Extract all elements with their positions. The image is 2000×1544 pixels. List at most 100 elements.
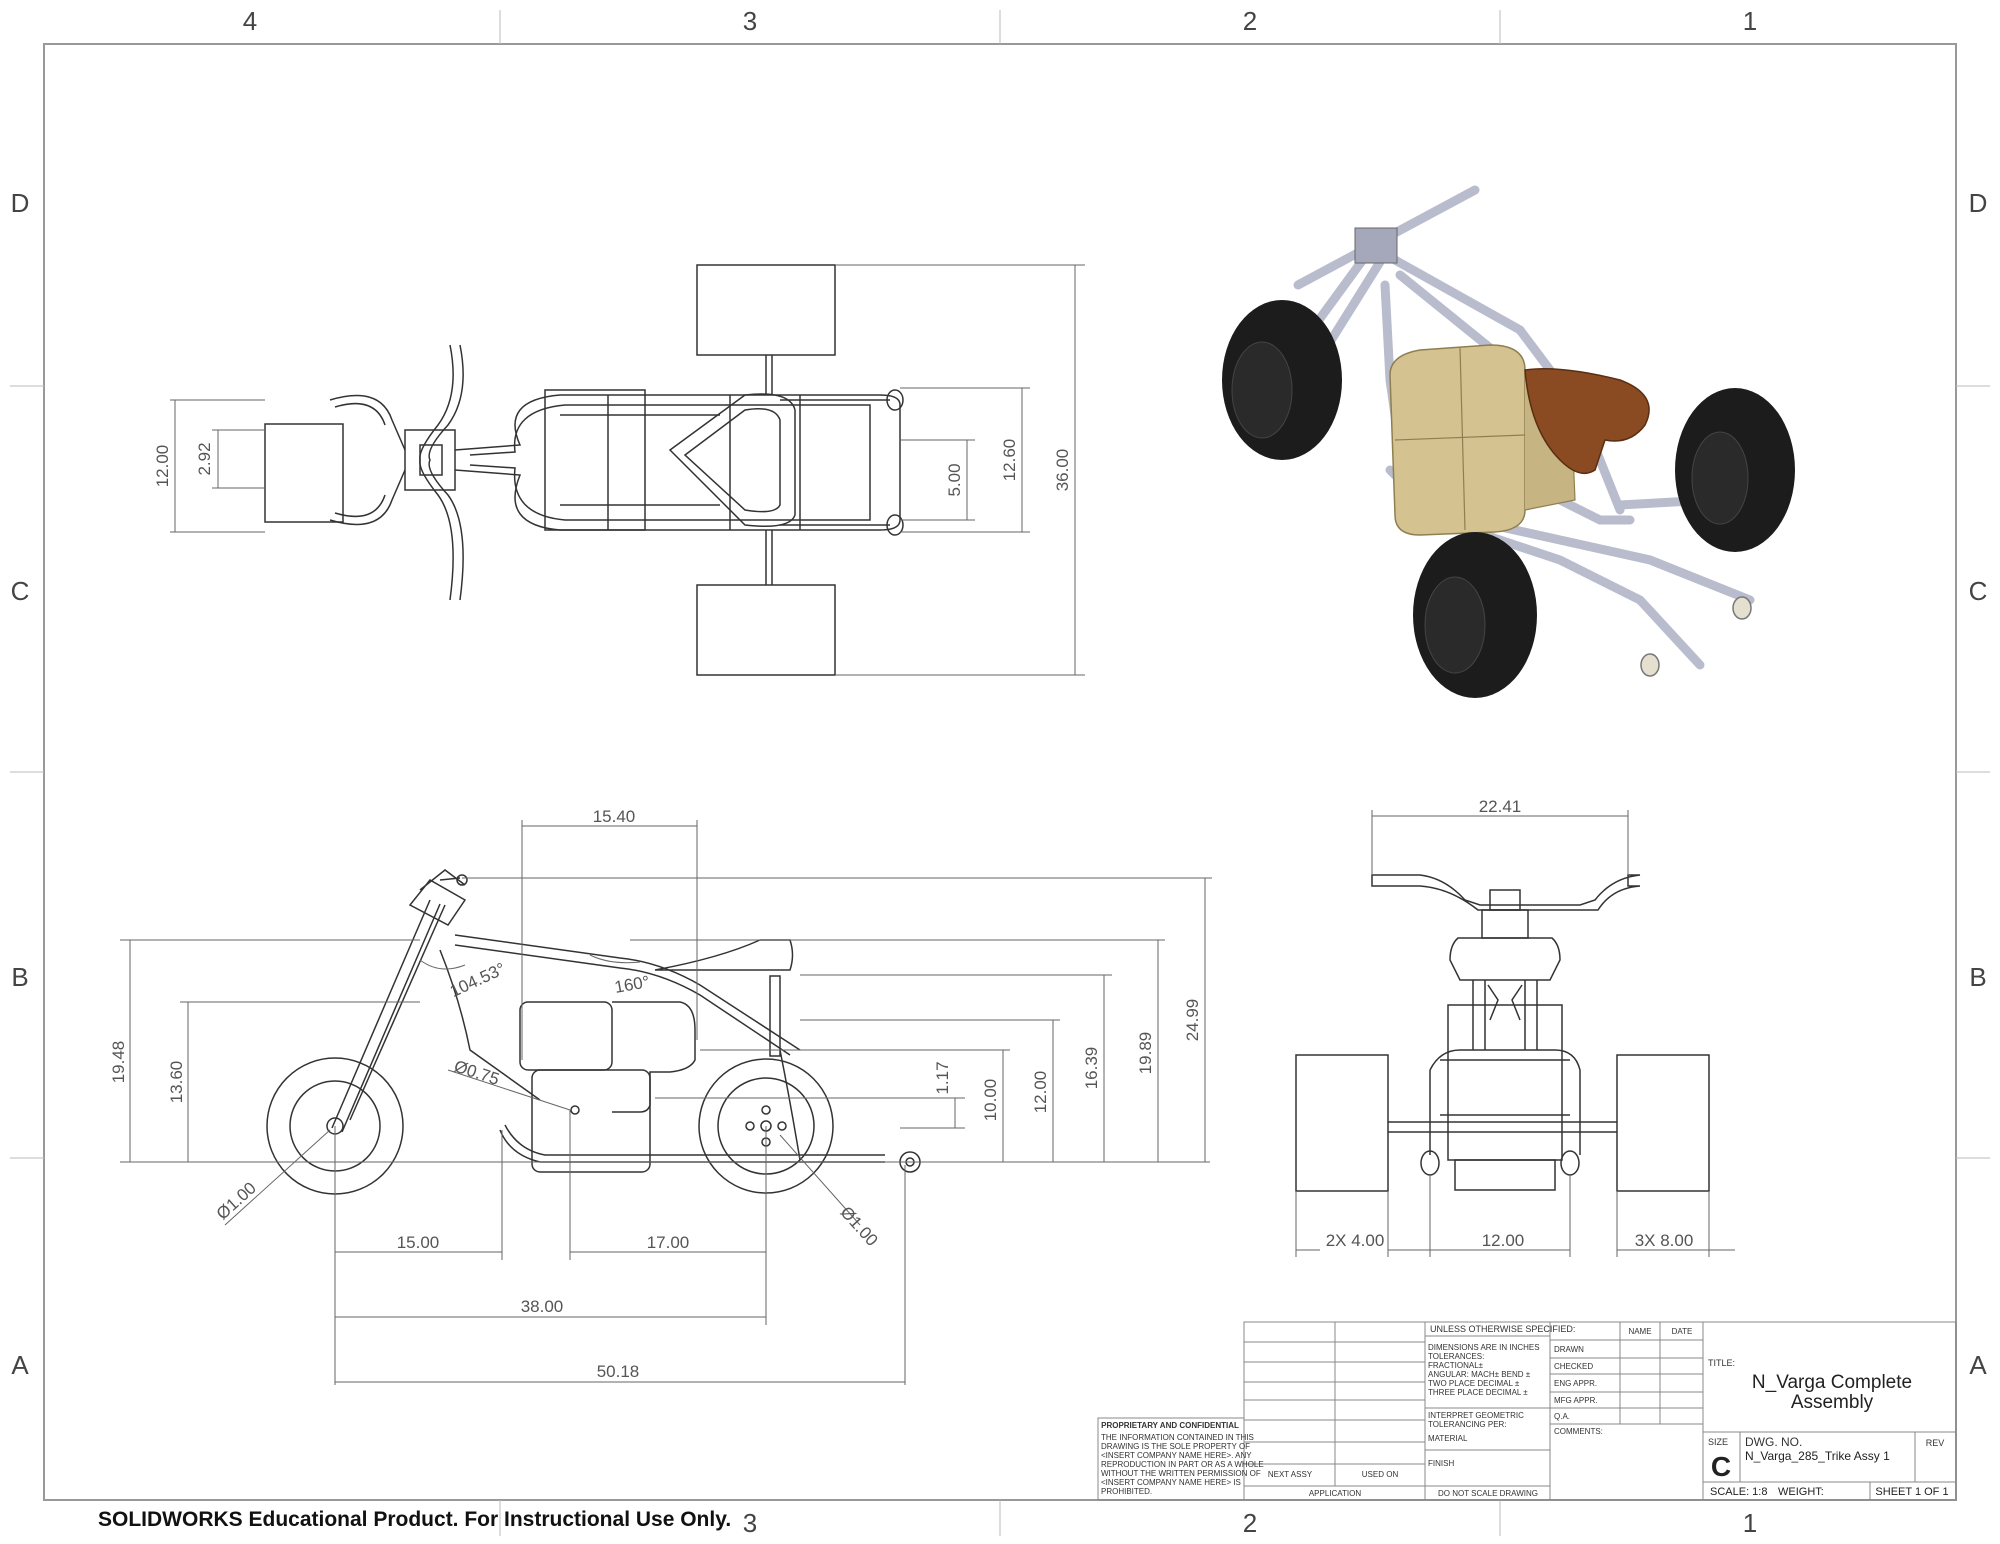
tolerance-line-4: ANGULAR: MACH± BEND ± [1428, 1370, 1531, 1379]
dim-17-00: 17.00 [647, 1233, 690, 1252]
iso-rear-casters [1640, 596, 1752, 677]
side-view-dim-labels: 15.40 19.48 13.60 104.53° 160° Ø0.75 1.1… [109, 807, 1202, 1381]
top-tank [544, 389, 646, 531]
dim-50-18: 50.18 [597, 1362, 640, 1381]
zone-row-c-right: C [1969, 576, 1988, 606]
zone-col-1-bottom: 1 [1743, 1508, 1757, 1538]
iso-front-tire [1222, 300, 1342, 460]
interpret-line-2: TOLERANCING PER: [1428, 1420, 1507, 1429]
next-assy-label: NEXT ASSY [1268, 1470, 1313, 1479]
side-wheelie-bar [499, 1124, 885, 1163]
top-front-tire [264, 423, 344, 523]
application-label: APPLICATION [1309, 1489, 1362, 1498]
iso-seat [1524, 368, 1650, 475]
dim-5-00: 5.00 [945, 463, 964, 496]
side-tank-upper-2 [612, 1001, 696, 1113]
top-steering-head [404, 429, 456, 491]
scale-value: SCALE: 1:8 [1710, 1486, 1767, 1498]
top-seat-triangle [668, 393, 796, 527]
side-tank-upper [519, 1001, 613, 1071]
tolerance-line-6: THREE PLACE DECIMAL ± [1428, 1388, 1528, 1397]
front-left-tire [1295, 1054, 1389, 1192]
educational-watermark: SOLIDWORKS Educational Product. For Inst… [98, 1508, 732, 1531]
zone-row-a-left: A [11, 1350, 29, 1380]
comments-label: COMMENTS: [1554, 1427, 1603, 1436]
dim-top-12-00: 12.00 [153, 445, 172, 488]
zone-row-b-right: B [1969, 962, 1986, 992]
dim-angle-160: 160° [613, 972, 651, 997]
proprietary-title: PROPRIETARY AND CONFIDENTIAL [1101, 1421, 1239, 1430]
proprietary-line-6: <INSERT COMPANY NAME HERE> IS [1101, 1478, 1241, 1487]
top-rear-tire-left [696, 264, 836, 356]
zone-col-3-top: 3 [743, 6, 757, 36]
tolerance-line-2: TOLERANCES: [1428, 1352, 1484, 1361]
dim-dia-1-00-rear: Ø1.00 [837, 1203, 882, 1250]
date-header: DATE [1672, 1327, 1693, 1336]
dim-36-00: 36.00 [1053, 449, 1072, 492]
eng-appr-label: ENG APPR. [1554, 1379, 1597, 1388]
dim-dia-0-75: Ø0.75 [452, 1057, 502, 1089]
dim-1-17: 1.17 [933, 1061, 952, 1094]
mfg-appr-label: MFG APPR. [1554, 1396, 1598, 1405]
dim-2x-4-00: 2X 4.00 [1326, 1231, 1385, 1250]
zone-col-4-top: 4 [243, 6, 257, 36]
side-down-tube [439, 949, 541, 1101]
dim-24-99: 24.99 [1183, 999, 1202, 1042]
side-seat [654, 939, 794, 971]
top-handlebar [428, 344, 464, 601]
front-view [1295, 874, 1710, 1192]
top-fork [329, 394, 406, 526]
front-right-tire [1616, 1054, 1710, 1192]
front-upper-body [1449, 937, 1561, 981]
material-label: MATERIAL [1428, 1434, 1468, 1443]
isometric-view [1222, 185, 1795, 698]
qa-label: Q.A. [1554, 1412, 1570, 1421]
front-forks [1472, 980, 1538, 1050]
dim-15-00: 15.00 [397, 1233, 440, 1252]
zone-col-2-bottom: 2 [1243, 1508, 1257, 1538]
dim-angle-104-53: 104.53° [447, 959, 508, 1001]
dim-13-60: 13.60 [167, 1061, 186, 1104]
front-view-dimensions [1295, 810, 1735, 1257]
zone-row-d-left: D [11, 188, 30, 218]
front-steering-head [1489, 889, 1521, 911]
side-tank-lower [531, 1069, 651, 1173]
finish-label: FINISH [1428, 1459, 1454, 1468]
dim-dia-1-00-front: Ø1.00 [213, 1178, 260, 1223]
dim-38-00: 38.00 [521, 1297, 564, 1316]
side-steering-head [408, 879, 467, 926]
dwg-no-value: N_Varga_285_Trike Assy 1 [1745, 1449, 1890, 1463]
drawing-title-line-2: Assembly [1791, 1392, 1874, 1413]
dim-front-12-00: 12.00 [1482, 1231, 1525, 1250]
proprietary-line-4: REPRODUCTION IN PART OR AS A WHOLE [1101, 1460, 1264, 1469]
dwg-no-label: DWG. NO. [1745, 1435, 1802, 1449]
zone-row-c-left: C [11, 576, 30, 606]
zone-col-3-bottom: 3 [743, 1508, 757, 1538]
proprietary-line-2: DRAWING IS THE SOLE PROPERTY OF [1101, 1442, 1250, 1451]
interpret-line-1: INTERPRET GEOMETRIC [1428, 1411, 1524, 1420]
dim-12-60: 12.60 [1000, 439, 1019, 482]
title-block [1097, 1321, 1957, 1501]
proprietary-line-3: <INSERT COMPANY NAME HERE>. ANY [1101, 1451, 1252, 1460]
top-frame-rails [454, 394, 901, 531]
top-view-dim-labels: 2.92 12.00 5.00 12.60 36.00 [153, 439, 1072, 497]
iso-rear-tire-right [1675, 388, 1795, 552]
side-view-dimensions [120, 820, 1212, 1385]
tolerance-line-5: TWO PLACE DECIMAL ± [1428, 1379, 1520, 1388]
zone-col-2-top: 2 [1243, 6, 1257, 36]
name-header: NAME [1628, 1327, 1651, 1336]
proprietary-line-7: PROHIBITED. [1101, 1487, 1152, 1496]
unless-specified-label: UNLESS OTHERWISE SPECIFIED: [1430, 1324, 1575, 1334]
dim-10-00: 10.00 [981, 1079, 1000, 1122]
sheet-value: SHEET 1 OF 1 [1875, 1486, 1948, 1498]
side-view [266, 869, 921, 1195]
checked-label: CHECKED [1554, 1362, 1593, 1371]
size-value: C [1711, 1451, 1731, 1482]
drawing-title-line-1: N_Varga Complete [1752, 1372, 1912, 1393]
iso-rear-tire-left [1413, 532, 1537, 698]
zone-markers: 4 3 2 1 3 2 1 D C B A D C B A [10, 6, 1990, 1538]
iso-steering-head [1354, 227, 1398, 264]
size-label: SIZE [1708, 1437, 1728, 1447]
front-body [1447, 1004, 1563, 1161]
